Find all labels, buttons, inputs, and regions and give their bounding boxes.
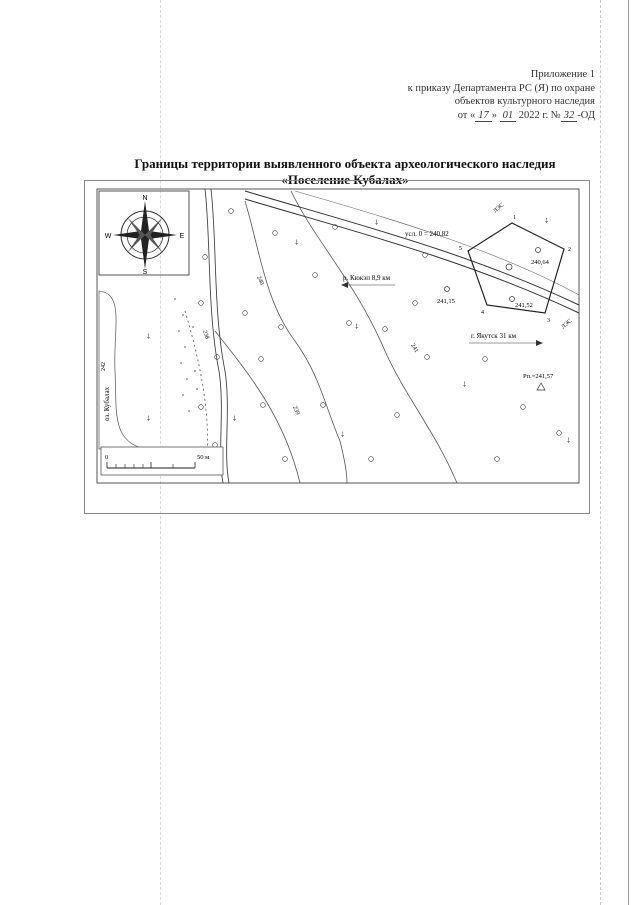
road-edge-1 xyxy=(244,190,580,306)
site-marker xyxy=(505,263,513,271)
power-line xyxy=(294,190,580,296)
contour-239 xyxy=(214,330,301,484)
marsh-dots xyxy=(174,298,198,412)
svg-text:⸸: ⸸ xyxy=(233,415,236,423)
road-code-label-1: ЛЭС xyxy=(492,202,505,214)
stream-line-2 xyxy=(210,188,230,484)
elevation-point-1 xyxy=(535,247,541,253)
elevation-point-2 xyxy=(444,286,450,292)
elevation-label-3: 241,52 xyxy=(515,302,533,309)
compass-west-point xyxy=(113,231,145,239)
svg-text:⸸: ⸸ xyxy=(295,239,298,247)
contour-240 xyxy=(244,200,348,484)
contour-label-240: 240 xyxy=(255,275,264,286)
date-month: 01 xyxy=(499,109,517,122)
elevation-point-3 xyxy=(509,296,515,302)
svg-text:⸸: ⸸ xyxy=(545,217,548,225)
scale-start-label: 0 xyxy=(105,454,108,461)
map-frame: N S E W оз. Кубалах 242 240 241 239 238 … xyxy=(84,180,590,514)
title-line-2: «Поселение Кубалах» xyxy=(281,172,409,187)
scan-edge-right-border xyxy=(628,0,629,905)
compass-ne-point xyxy=(145,217,163,237)
compass-s-label: S xyxy=(143,269,148,276)
benchmark-triangle xyxy=(536,382,546,391)
date-number: 32 xyxy=(560,109,578,122)
lake-shore xyxy=(98,290,146,450)
road-label-river: р. Кюкэп 8,9 км xyxy=(343,274,391,282)
scale-bar: 0 50 м xyxy=(100,446,224,476)
contour-label-242: 242 xyxy=(101,362,107,371)
benchmark-label: Рп.=241,57 xyxy=(523,373,554,380)
compass-n-label: N xyxy=(142,195,147,202)
svg-text:⸸: ⸸ xyxy=(341,431,344,439)
contour-label-241: 241 xyxy=(409,343,419,354)
title-line-1: Границы территории выявленного объекта а… xyxy=(134,156,556,171)
date-suffix: -ОД xyxy=(577,109,595,121)
vegetation-symbols xyxy=(198,208,562,462)
compass-east-point xyxy=(145,231,177,239)
road-edge-2 xyxy=(244,198,580,314)
order-line-2: объектов культурного наследия xyxy=(454,96,595,107)
scale-box xyxy=(100,446,224,476)
grass-symbols: ⸸ ⸸ ⸸ ⸸ ⸸ ⸸ ⸸ ⸸ ⸸ ⸸ xyxy=(147,217,570,445)
date-prefix: от « xyxy=(457,109,476,121)
date-year: 2022 г. № xyxy=(516,109,561,121)
elevation-label-1: 240,64 xyxy=(531,259,550,266)
elevation-label-2: 241,15 xyxy=(437,298,455,305)
lake-label: оз. Кубалах xyxy=(103,386,111,421)
road-label-city: г. Якутск 31 км xyxy=(471,332,517,340)
contour-238 xyxy=(184,310,208,457)
vertex-5: 5 xyxy=(459,246,462,252)
svg-text:⸸: ⸸ xyxy=(375,219,378,227)
order-line-1: к приказу Департамента РС (Я) по охране xyxy=(407,82,595,94)
site-boundary xyxy=(467,222,565,314)
road-arrow-head-city xyxy=(536,340,543,346)
svg-text:⸸: ⸸ xyxy=(147,415,150,423)
scan-edge-right xyxy=(600,0,601,905)
contour-label-238: 238 xyxy=(201,330,210,341)
date-mid: » xyxy=(491,109,500,121)
scale-end-label: 50 м xyxy=(197,454,209,461)
document-title: Границы территории выявленного объекта а… xyxy=(90,156,600,188)
road-arrow-head-river xyxy=(341,282,348,288)
annex-header: Приложение 1 к приказу Департамента РС (… xyxy=(408,68,595,122)
road-code-label-2: ЛЭС xyxy=(560,318,573,330)
vertex-3: 3 xyxy=(547,318,550,324)
vertex-1: 1 xyxy=(513,215,516,221)
contour-label-239: 239 xyxy=(291,405,300,416)
site-plan-map: N S E W оз. Кубалах 242 240 241 239 238 … xyxy=(96,188,580,484)
compass-sw-point xyxy=(127,233,145,253)
svg-text:⸸: ⸸ xyxy=(567,437,570,445)
compass-e-label: E xyxy=(180,233,185,240)
compass-box xyxy=(98,190,190,276)
compass-se-point xyxy=(145,233,163,253)
svg-text:⸸: ⸸ xyxy=(147,333,150,341)
compass-north-point xyxy=(141,201,149,235)
road-label-datum: усл. 0 = 240,82 xyxy=(405,230,449,238)
compass-rose: N S E W xyxy=(98,190,190,276)
vertex-4: 4 xyxy=(481,310,484,316)
vertex-2: 2 xyxy=(568,247,571,253)
svg-text:⸸: ⸸ xyxy=(463,381,466,389)
date-day: 17 xyxy=(475,109,492,122)
contour-241 xyxy=(290,190,458,484)
map-inner-frame xyxy=(96,188,580,484)
svg-text:⸸: ⸸ xyxy=(355,323,358,331)
compass-south-point xyxy=(141,235,149,269)
compass-nw-point xyxy=(127,217,145,237)
compass-w-label: W xyxy=(105,233,112,240)
annex-title: Приложение 1 xyxy=(530,69,595,80)
